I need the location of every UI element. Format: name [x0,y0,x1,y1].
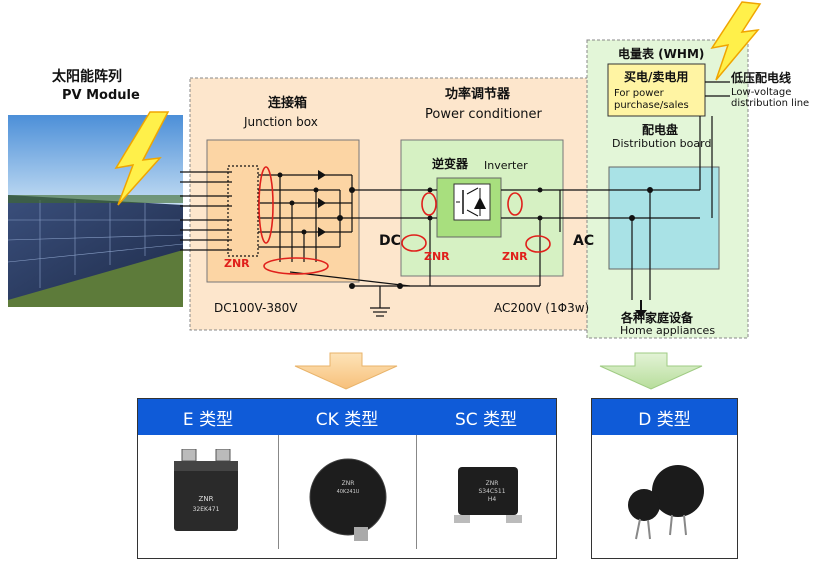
pv-title-en: PV Module [62,88,140,103]
pv-photo [7,115,184,307]
product-cell-e: E 类型 ZNR 32EK471 [138,399,279,549]
dc-voltage-label: DC100V-380V [214,301,298,315]
znr-pc-right-bottom [525,235,551,253]
d-type-image [628,465,704,540]
product-cell-ck: CK 类型 ZNR 40K241U [278,399,417,549]
meter-title: 电量表 (WHM) [618,47,705,61]
distribution-board-cn: 配电盘 [642,123,679,137]
pv-title-cn: 太阳能阵列 [52,69,122,85]
inverter-title-cn: 逆变器 [432,157,469,171]
znr-label-pc-right: ZNR [502,250,528,263]
znr-label-junction: ZNR [224,257,250,270]
znr-junction-vertical [258,166,274,244]
product-name-sc: SC 类型 [416,399,556,435]
dc-label: DC [379,233,401,249]
pc-title-en: Power conditioner [425,107,542,122]
low-voltage-en: Low-voltage distribution line [731,87,810,109]
ac-label: AC [573,233,595,249]
home-appliances-en: Home appliances [620,324,716,337]
sc-type-image: ZNR S34C511 H4 [454,467,522,523]
znr-label-pc-left: ZNR [424,250,450,263]
svg-text:H4: H4 [488,496,497,503]
product-panel-main: E 类型 ZNR 32EK471 CK 类型 ZNR 40K241U SC 类型… [137,398,557,559]
lightning-bolt-right [710,1,762,81]
product-name-ck: CK 类型 [278,399,416,435]
e-type-marking: ZNR [199,495,214,503]
product-name-e: E 类型 [138,399,278,435]
home-appliances-cn: 各种家庭设备 [621,311,694,325]
znr-pc-right-top [507,192,523,216]
arrow-orange [294,352,398,390]
svg-text:S34C511: S34C511 [478,488,505,495]
svg-text:ZNR: ZNR [486,480,499,487]
ck-type-image: ZNR 40K241U [309,458,387,541]
meter-box-en: For power purchase/sales [614,88,689,111]
inverter-title-en: Inverter [484,159,528,172]
svg-text:40K241U: 40K241U [337,489,360,495]
product-panel-d: D 类型 [591,398,738,559]
lightning-bolt-left [114,111,170,206]
meter-box-cn: 买电/卖电用 [624,70,689,84]
pc-title-cn: 功率调节器 [445,87,511,102]
svg-text:ZNR: ZNR [342,480,355,487]
svg-text:32EK471: 32EK471 [193,506,220,513]
znr-pc-left-bottom [401,234,427,252]
arrow-green [599,352,703,390]
znr-pc-left-top [421,192,437,216]
e-type-image: ZNR 32EK471 [174,449,238,531]
product-cell-sc: SC 类型 ZNR S34C511 H4 [416,399,556,549]
product-name-d: D 类型 [592,399,737,435]
junction-title-cn: 连接箱 [268,96,308,111]
distribution-board-en: Distribution board [612,137,712,150]
junction-title-en: Junction box [244,115,318,129]
low-voltage-cn: 低压配电线 [731,71,792,85]
meter-box [607,63,706,117]
znr-junction-horizontal [263,257,329,275]
ac-voltage-label: AC200V (1Φ3w) [494,301,590,315]
